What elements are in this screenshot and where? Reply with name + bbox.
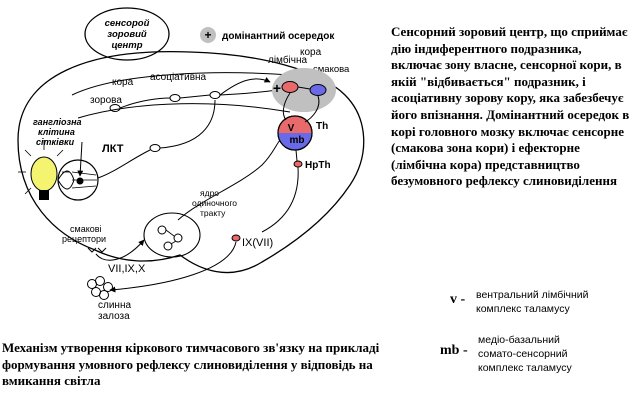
dominant-legend-label: домінантний осередок — [222, 31, 335, 42]
salivary-efferent-path — [109, 241, 237, 293]
light-bulb — [18, 140, 70, 200]
afferent-taste-path — [95, 239, 145, 261]
visual-neuron-2 — [169, 94, 181, 102]
abbreviation-v-line-1: вентральний лімбічний — [476, 289, 589, 301]
thalamus-outline — [277, 115, 313, 151]
abbreviation-v-line-2: комплекс таламусу — [476, 303, 570, 315]
dominant-internal-link — [297, 86, 311, 90]
salivary-label-2: залоза — [98, 311, 130, 322]
nucleus-label-1: ядро — [200, 188, 219, 198]
abbreviation-mb-key: mb - — [440, 343, 468, 358]
figure-caption: Механізм утворення кіркового тимчасового… — [2, 340, 380, 388]
nucleus-label-2: одиночного — [192, 198, 237, 208]
nucleus-label-3: тракту — [200, 208, 226, 218]
thalamus-mb-label: mb — [290, 135, 305, 146]
limbic-to-thalamus-path — [282, 92, 291, 121]
abbreviation-mb-line-3: комплекс таламусу — [478, 362, 572, 374]
hypothalamus-neuron — [293, 160, 303, 168]
dominant-focus-plus: + — [273, 80, 281, 96]
taste-receptors — [87, 247, 107, 253]
visual-center-label-3: центр — [111, 40, 142, 51]
ix-vii-label: IX(VII) — [242, 237, 273, 249]
optic-nerve — [97, 149, 151, 179]
dominant-legend-dot — [200, 27, 216, 43]
retina-fibers — [71, 171, 97, 189]
limbic-label-1: лімбічна — [268, 54, 308, 66]
visual-cortex-label: зорова — [90, 95, 122, 106]
nucleus-to-thalamus-path — [177, 139, 281, 221]
salivary-nucleus — [231, 234, 241, 242]
dominant-focus — [272, 68, 336, 112]
lkt-label: ЛКТ — [102, 143, 124, 155]
retina-ganglion-cell — [76, 177, 84, 185]
ganglion-label-3: сітківки — [36, 137, 75, 147]
ganglion-pointer — [77, 141, 84, 177]
abbreviation-v-key: v - — [450, 292, 466, 307]
nucleus-neuron-3 — [163, 241, 173, 251]
nucleus-internal-links — [165, 229, 177, 245]
ganglion-label-2: клітина — [38, 127, 75, 137]
abbreviation-mb-line-1: медіо-базальний — [478, 334, 560, 346]
hypothalamus-descending — [261, 166, 299, 233]
limbic-label-2: кора — [300, 47, 322, 58]
receptors-label-2: рецептори — [62, 234, 106, 244]
thalamus-v-half — [278, 116, 312, 133]
visual-center-oval — [84, 7, 170, 61]
description-text: Сенсорний зоровий центр, що сприймає дію… — [391, 24, 630, 189]
taste-cortex-label: смакова — [313, 64, 350, 75]
visual-cortex-link — [119, 89, 279, 109]
thalamus-th-label: Th — [316, 121, 328, 132]
salivary-gland — [87, 276, 113, 300]
lkt-neuron — [149, 144, 161, 152]
visual-center-label-1: сенсорой — [105, 18, 150, 29]
hypothalamus-label: HpTh — [305, 160, 331, 171]
ganglion-label-1: гангліозна — [33, 117, 82, 127]
thalamus-to-hypothalamus — [295, 149, 298, 162]
thalamus-mb-half — [278, 133, 312, 150]
abbreviation-mb-line-2: сомато-сенсорний — [478, 348, 568, 360]
cortex-arc-inner — [77, 103, 291, 119]
nucleus-neuron-1 — [157, 225, 167, 235]
taste-to-thalamus-path — [304, 95, 320, 123]
thalamus-v-label: V — [288, 123, 295, 134]
cortex-label: кора — [112, 77, 134, 88]
visual-neuron-3 — [209, 91, 221, 99]
receptors-label-1: смакові — [70, 224, 102, 234]
salivary-label-1: слинна — [98, 300, 131, 311]
visual-center-label-2: зоровий — [107, 29, 147, 40]
associative-label: асоціативна — [150, 72, 207, 83]
lkt-to-cortex-path — [159, 99, 216, 149]
abbreviation-mb-desc: медіо-базальний сомато-сенсорний комплек… — [478, 333, 572, 375]
taste-blue-neuron — [309, 84, 327, 96]
nucleus-oval — [143, 212, 201, 258]
limbic-red-neuron — [281, 81, 299, 93]
brain-outline — [17, 50, 365, 274]
associative-to-dominant-path — [219, 77, 271, 96]
dominant-legend-plus: + — [204, 28, 211, 42]
cranial-nerves-label: VII,IX,X — [108, 263, 146, 275]
cortex-arc-outer — [71, 72, 291, 96]
nucleus-neuron-2 — [173, 233, 183, 243]
abbreviation-v-desc: вентральний лімбічний комплекс таламусу — [476, 288, 589, 316]
